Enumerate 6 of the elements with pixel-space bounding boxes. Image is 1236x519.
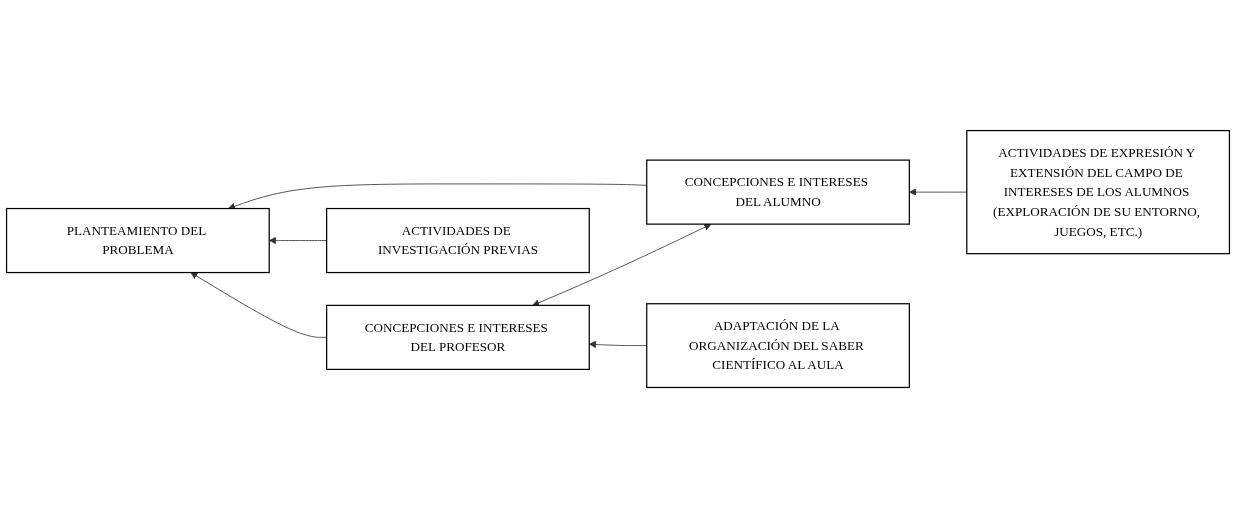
node-box: CONCEPCIONES E INTERESES DEL ALUMNO xyxy=(646,160,910,226)
node-box: ACTIVIDADES DE INVESTIGACIÓN PREVIAS xyxy=(326,208,590,274)
node-box: ADAPTACIÓN DE LA ORGANIZACIÓN DEL SABER CIENTÍFICO AL AULA xyxy=(646,303,910,389)
node-box: CONCEPCIONES E INTERESES DEL PROFESOR xyxy=(326,305,590,371)
node-box: PLANTEAMIENTO DEL PROBLEMA xyxy=(5,208,270,274)
node-box: ACTIVIDADES DE EXPRESIÓN Y EXTENSIÓN DEL CAMPO DE INTERESES DE LOS ALUMNOS (EXPLORACIÓN DE SU ENTORNO, JUEGOS, ETC.) xyxy=(966,130,1231,255)
